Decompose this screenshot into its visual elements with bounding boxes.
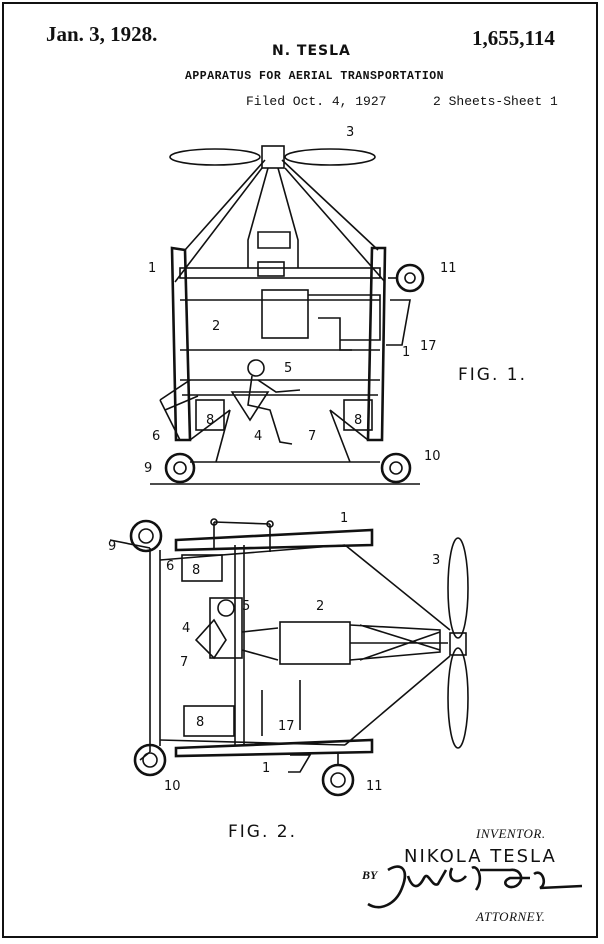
fig1-wheel-10 xyxy=(380,452,412,484)
fig1-ref-17: 17 xyxy=(420,339,437,354)
fig2-ref-8b: 8 xyxy=(196,715,204,730)
fig1-propeller-blade-left xyxy=(169,148,261,166)
fig2-wing-bottom xyxy=(174,738,374,758)
fig1-ref-8b: 8 xyxy=(354,413,362,428)
fig1-ref-1b: 1 xyxy=(402,345,410,360)
fig1-seat-right xyxy=(343,399,373,431)
fig2-wing-top xyxy=(174,528,374,552)
fig2-ref-5: 5 xyxy=(242,599,250,614)
fig2-ref-2: 2 xyxy=(316,599,324,614)
by-label: BY xyxy=(362,868,378,882)
fig2-ref-8a: 8 xyxy=(192,563,200,578)
fig2-pilot-head xyxy=(217,599,235,617)
fig2-ref-11: 11 xyxy=(366,779,383,794)
fig1-engine xyxy=(261,289,309,339)
fig2-ref-3: 3 xyxy=(432,553,440,568)
fig2-propeller-blade-top xyxy=(447,537,469,639)
fig2-ref-17: 17 xyxy=(278,719,295,734)
fig2-ref-10: 10 xyxy=(164,779,181,794)
page-border xyxy=(2,2,598,938)
fig1-wheel-9 xyxy=(164,452,196,484)
fig2-propeller-hub xyxy=(449,632,467,656)
fig1-wing-left xyxy=(170,246,192,442)
fig1-ref-5: 5 xyxy=(284,361,292,376)
fig2-wheel-10 xyxy=(133,743,167,777)
fig2-engine xyxy=(279,621,351,665)
patent-title: APPARATUS FOR AERIAL TRANSPORTATION xyxy=(185,70,445,83)
fig1-wheel-11 xyxy=(395,263,425,293)
fig2-label: FIG. 2. xyxy=(228,822,297,842)
fig2-seat-bottom xyxy=(183,705,235,737)
attorney-label: ATTORNEY. xyxy=(476,909,546,924)
sheet-count: 2 Sheets-Sheet 1 xyxy=(433,94,558,109)
inventor-name: NIKOLA TESLA xyxy=(404,846,557,867)
fig1-wing-right xyxy=(366,246,387,442)
fig2-ref-6: 6 xyxy=(166,559,174,574)
fig1-engine-top xyxy=(257,261,285,277)
fig1-ref-2: 2 xyxy=(212,319,220,334)
inventor-heading: N. TESLA xyxy=(272,43,351,59)
fig1-propeller-blade-right xyxy=(284,148,376,166)
fig1-ref-8a: 8 xyxy=(206,413,214,428)
inventor-label: INVENTOR. xyxy=(476,826,546,841)
fig2-propeller-blade-bottom xyxy=(447,647,469,749)
fig1-ref-1: 1 xyxy=(148,261,156,276)
fig2-ref-4: 4 xyxy=(182,621,190,636)
fig2-ref-9: 9 xyxy=(108,539,116,554)
fig1-drawing: 3 1 11 2 17 1 5 8 8 6 4 7 9 10 xyxy=(144,125,457,485)
filed-date: Filed Oct. 4, 1927 xyxy=(246,94,387,109)
fig2-ref-7: 7 xyxy=(180,655,188,670)
fig1-propeller-hub xyxy=(261,145,285,169)
fig1-ref-9: 9 xyxy=(144,461,152,476)
fig2-wheel-9 xyxy=(129,519,163,553)
fig2-wheel-11 xyxy=(321,763,355,797)
fig1-ref-7: 7 xyxy=(308,429,316,444)
fig1-ref-3: 3 xyxy=(346,125,354,140)
patent-date: Jan. 3, 1928. xyxy=(46,22,158,46)
fig1-ref-11: 11 xyxy=(440,261,457,276)
fig2-ref-1b: 1 xyxy=(262,761,270,776)
fig2-ref-1a: 1 xyxy=(340,511,348,526)
fig2-drawing: 1 9 6 8 3 5 2 4 7 8 17 1 10 11 xyxy=(108,511,469,797)
attorney-signature xyxy=(367,865,583,909)
patent-number: 1,655,114 xyxy=(472,26,555,50)
fig1-pilot-head xyxy=(247,359,265,377)
fig1-ref-6: 6 xyxy=(152,429,160,444)
fig1-ref-10: 10 xyxy=(424,449,441,464)
fig2-seat-top xyxy=(181,554,223,582)
fig1-label: FIG. 1. xyxy=(458,365,527,385)
fig1-ref-4: 4 xyxy=(254,429,262,444)
